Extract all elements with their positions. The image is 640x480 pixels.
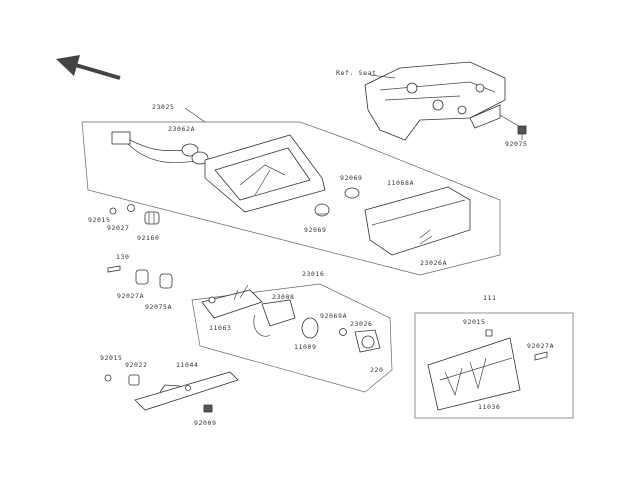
tail-lamp-housing <box>204 134 326 213</box>
label-92075A: 92075A <box>145 303 172 311</box>
label-ref-seat: Ref. Seat <box>336 69 377 77</box>
bolt-92009 <box>203 404 213 413</box>
label-92069-b: 92069 <box>304 226 327 234</box>
label-11044: 11044 <box>176 361 199 369</box>
label-92009: 92009 <box>194 419 217 427</box>
label-92027: 92027 <box>107 224 130 232</box>
bolt-92015-plate <box>485 329 493 337</box>
tail-light-group-outline <box>81 121 501 276</box>
label-23025: 23025 <box>152 103 175 111</box>
wiring-harness <box>111 131 209 165</box>
grommet-92160 <box>144 211 160 225</box>
clip-92015 <box>109 204 135 215</box>
label-92015-a: 92015 <box>88 216 111 224</box>
label-92015-b: 92015 <box>100 354 123 362</box>
label-23016: 23016 <box>302 270 325 278</box>
bolt-130 <box>107 265 121 273</box>
grommet-92027A <box>135 269 149 285</box>
label-92160: 92160 <box>137 234 160 242</box>
nut-92015 <box>104 374 112 382</box>
bulb-92069A <box>339 328 347 336</box>
bolt-92075 <box>499 114 527 140</box>
label-11036: 11036 <box>478 403 501 411</box>
label-92015-c: 92015 <box>463 318 486 326</box>
label-92075: 92075 <box>505 140 528 148</box>
reflector-bracket <box>134 371 239 411</box>
seat-bracket <box>364 61 506 141</box>
license-light-housing <box>253 299 296 337</box>
label-23062A: 23062A <box>168 125 195 133</box>
license-plate-holder <box>427 337 521 411</box>
label-111: 111 <box>483 294 497 302</box>
label-130: 130 <box>116 253 130 261</box>
license-light-group-outline <box>191 283 393 393</box>
front-direction-arrow <box>56 55 121 80</box>
license-light-bracket <box>201 284 263 319</box>
label-23026: 23026 <box>350 320 373 328</box>
gasket-11009 <box>301 317 319 339</box>
label-11009: 11009 <box>294 343 317 351</box>
bulb-92069 <box>314 203 330 217</box>
grommet-92075A <box>159 273 173 289</box>
label-11063: 11063 <box>209 324 232 332</box>
screw-92027A <box>534 351 548 361</box>
label-92069A: 92069A <box>320 312 347 320</box>
label-92022: 92022 <box>125 361 148 369</box>
label-23008: 23008 <box>272 293 295 301</box>
collar-92022 <box>128 374 140 386</box>
license-plate-group-outline <box>414 312 574 419</box>
label-23026A: 23026A <box>420 259 447 267</box>
license-lens-23026 <box>354 329 381 353</box>
label-220: 220 <box>370 366 384 374</box>
socket-92069 <box>344 187 360 199</box>
label-11068A: 11068A <box>387 179 414 187</box>
label-92069-a: 92069 <box>340 174 363 182</box>
label-92027A-b: 92027A <box>527 342 554 350</box>
tail-lens-cover <box>364 186 471 256</box>
label-92027A: 92027A <box>117 292 144 300</box>
